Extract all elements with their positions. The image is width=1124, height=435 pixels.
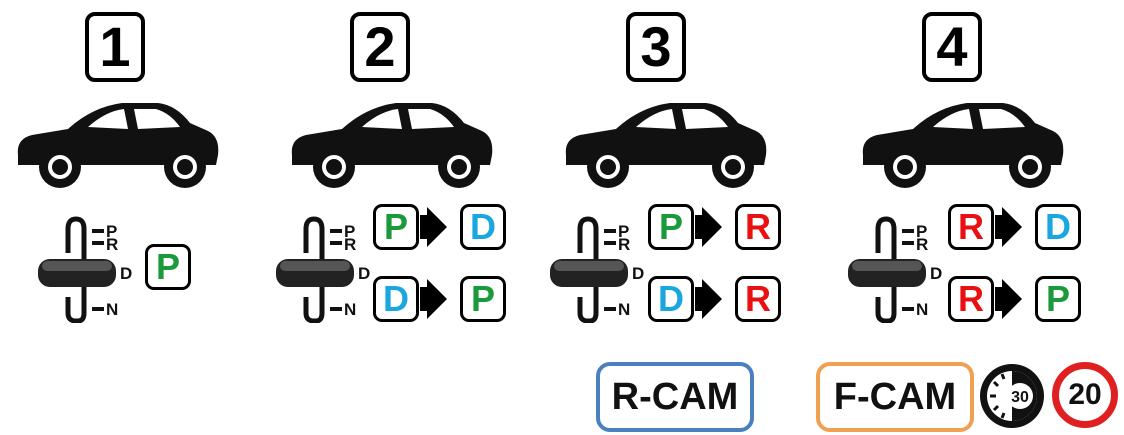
car-icon bbox=[565, 103, 767, 188]
gear-box-to: P bbox=[1035, 276, 1081, 322]
gear-letter: P bbox=[1045, 278, 1070, 319]
gear-letter: P bbox=[155, 246, 180, 287]
gear-box-p1: P bbox=[145, 244, 191, 290]
gear-box-from: D bbox=[373, 276, 419, 322]
gear-box-from: P bbox=[373, 204, 419, 250]
shifter-label-d: D bbox=[632, 264, 644, 283]
gear-box-from: D bbox=[648, 276, 694, 322]
arrow-right-icon bbox=[1002, 279, 1022, 319]
arrow-right-icon bbox=[995, 287, 1003, 311]
step-number-2: 2 bbox=[350, 12, 410, 82]
gear-box-from: R bbox=[948, 204, 994, 250]
arrow-right-icon bbox=[995, 215, 1003, 239]
shifter-label-r: R bbox=[106, 235, 118, 254]
shifter-label-d: D bbox=[358, 264, 370, 283]
gear-box-to: D bbox=[1035, 204, 1081, 250]
gear-box-to: R bbox=[735, 204, 781, 250]
gear-letter: D bbox=[470, 206, 496, 247]
arrow-right-icon bbox=[420, 215, 428, 239]
shifter-label-p: P bbox=[916, 222, 927, 241]
shifter-label-n: N bbox=[916, 300, 928, 319]
gear-letter: P bbox=[470, 278, 495, 319]
shifter-label-r: R bbox=[618, 235, 630, 254]
car-icon bbox=[17, 103, 219, 188]
gear-shifter-icon: P R D N bbox=[276, 216, 370, 323]
gear-letter: P bbox=[383, 206, 408, 247]
front-camera-label: F-CAM bbox=[816, 362, 974, 432]
shifter-label-r: R bbox=[344, 235, 356, 254]
shifter-label-n: N bbox=[344, 300, 356, 319]
gear-letter: P bbox=[658, 206, 683, 247]
speed-limit-sign: 20 bbox=[1052, 362, 1118, 428]
step-number-4: 4 bbox=[922, 12, 982, 82]
arrow-right-icon bbox=[427, 279, 447, 319]
gear-letter: D bbox=[383, 278, 409, 319]
gear-box-from: P bbox=[648, 204, 694, 250]
arrow-right-icon bbox=[420, 287, 428, 311]
rear-camera-label: R-CAM bbox=[596, 362, 754, 432]
shifter-label-p: P bbox=[618, 222, 629, 241]
arrow-right-icon bbox=[427, 207, 447, 247]
gear-letter: R bbox=[958, 278, 984, 319]
car-icon bbox=[291, 103, 493, 188]
shifter-label-d: D bbox=[930, 264, 942, 283]
car-icon bbox=[862, 103, 1064, 188]
gear-box-from: R bbox=[948, 276, 994, 322]
gear-shifter-icon: P R D N bbox=[848, 216, 942, 323]
arrow-right-icon bbox=[695, 215, 703, 239]
shifter-label-r: R bbox=[916, 235, 928, 254]
gear-letter: R bbox=[745, 206, 771, 247]
shifter-label-n: N bbox=[618, 300, 630, 319]
shifter-label-p: P bbox=[344, 222, 355, 241]
arrow-right-icon bbox=[702, 279, 722, 319]
timer-icon: 30 bbox=[980, 364, 1044, 428]
shifter-label-n: N bbox=[106, 300, 118, 319]
shifter-label-d: D bbox=[120, 264, 132, 283]
gear-box-to: D bbox=[460, 204, 506, 250]
arrow-right-icon bbox=[695, 287, 703, 311]
gear-letter: D bbox=[1045, 206, 1071, 247]
gear-box-to: R bbox=[735, 276, 781, 322]
gear-shifter-icon: P R D N bbox=[38, 216, 132, 323]
gear-letter: D bbox=[658, 278, 684, 319]
gear-box-to: P bbox=[460, 276, 506, 322]
step-number-1: 1 bbox=[85, 12, 145, 82]
gear-letter: R bbox=[958, 206, 984, 247]
gear-shifter-icon: P R D N bbox=[550, 216, 644, 323]
timer-value: 30 bbox=[1011, 389, 1029, 406]
gear-letter: R bbox=[745, 278, 771, 319]
arrow-right-icon bbox=[702, 207, 722, 247]
shifter-label-p: P bbox=[106, 222, 117, 241]
step-number-3: 3 bbox=[626, 12, 686, 82]
arrow-right-icon bbox=[1002, 207, 1022, 247]
